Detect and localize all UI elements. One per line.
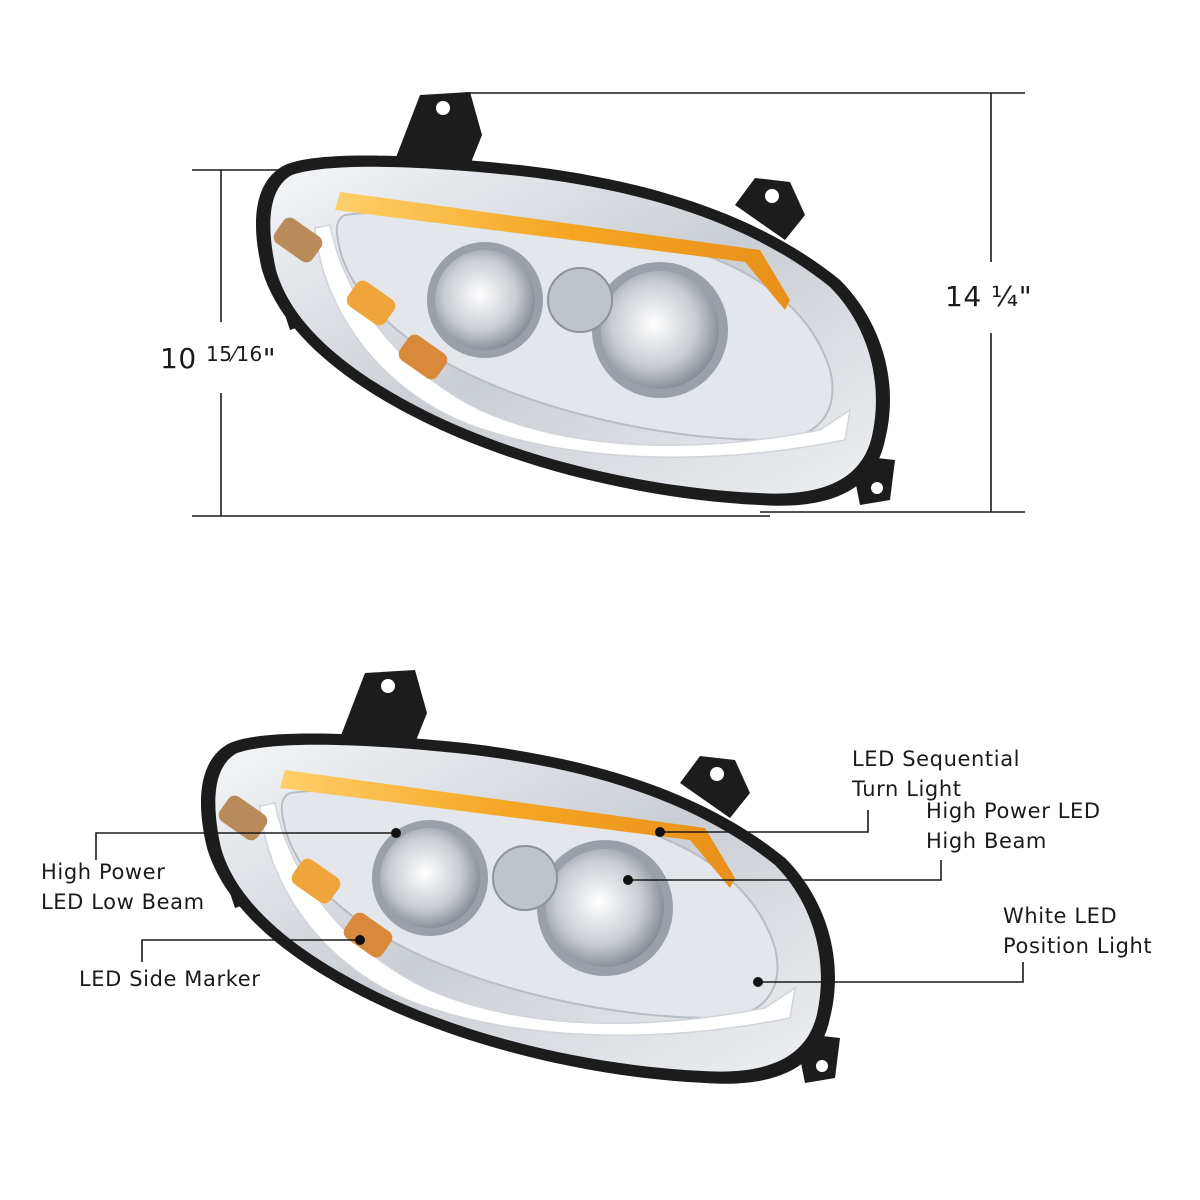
callout-text-line: LED Side Marker <box>79 967 261 991</box>
height-whole: 10 <box>160 342 197 375</box>
height-unit: " <box>262 342 277 375</box>
callout-position-light: White LED Position Light <box>1003 901 1152 961</box>
callout-low-beam: High Power LED Low Beam <box>41 857 205 917</box>
width-unit: " <box>1018 280 1033 313</box>
width-whole: 14 <box>945 280 982 313</box>
callout-side-marker: LED Side Marker <box>79 964 261 994</box>
headlight-image-bottom <box>199 669 842 1085</box>
callout-text-line: High Power LED <box>926 799 1101 823</box>
callout-text-line: LED Low Beam <box>41 890 205 914</box>
width-fraction: ¼ <box>991 280 1019 313</box>
headlight-image-top <box>254 91 897 507</box>
callout-turn-light: LED Sequential Turn Light <box>852 744 1020 804</box>
callout-dots <box>355 827 763 987</box>
height-fraction: 15⁄16 <box>206 342 263 366</box>
width-dimension-label: 14 ¼" <box>945 283 1032 311</box>
callout-lines <box>95 810 1024 983</box>
callout-text-line: White LED <box>1003 904 1118 928</box>
callout-text-line: Turn Light <box>852 777 962 801</box>
height-dimension-label: 10 15⁄16" <box>160 344 276 373</box>
callout-high-beam: High Power LED High Beam <box>926 796 1101 856</box>
callout-text-line: LED Sequential <box>852 747 1021 771</box>
callout-text-line: Position Light <box>1003 934 1153 958</box>
callout-text-line: High Beam <box>926 829 1047 853</box>
callout-text-line: High Power <box>41 860 166 884</box>
dimension-lines <box>192 92 1025 517</box>
